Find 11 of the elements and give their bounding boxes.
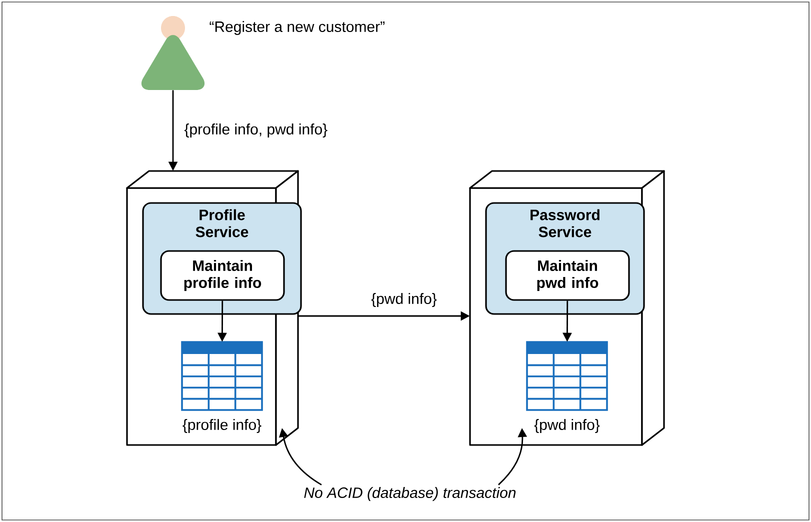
table-icon bbox=[181, 341, 263, 411]
person-icon bbox=[141, 16, 205, 90]
edge-label: {pwd info} bbox=[370, 292, 438, 308]
table-icon bbox=[526, 341, 608, 411]
node-label: {profile info} bbox=[182, 419, 262, 433]
process-box: Maintain profile info bbox=[160, 250, 285, 301]
node-label: “Register a new customer” bbox=[210, 21, 384, 35]
note-text: No ACID (database) transaction bbox=[304, 487, 516, 501]
process-box: Maintain pwd info bbox=[505, 250, 630, 301]
node-label: {pwd info} bbox=[534, 419, 600, 433]
edge-label: {profile info, pwd info} bbox=[183, 122, 329, 138]
